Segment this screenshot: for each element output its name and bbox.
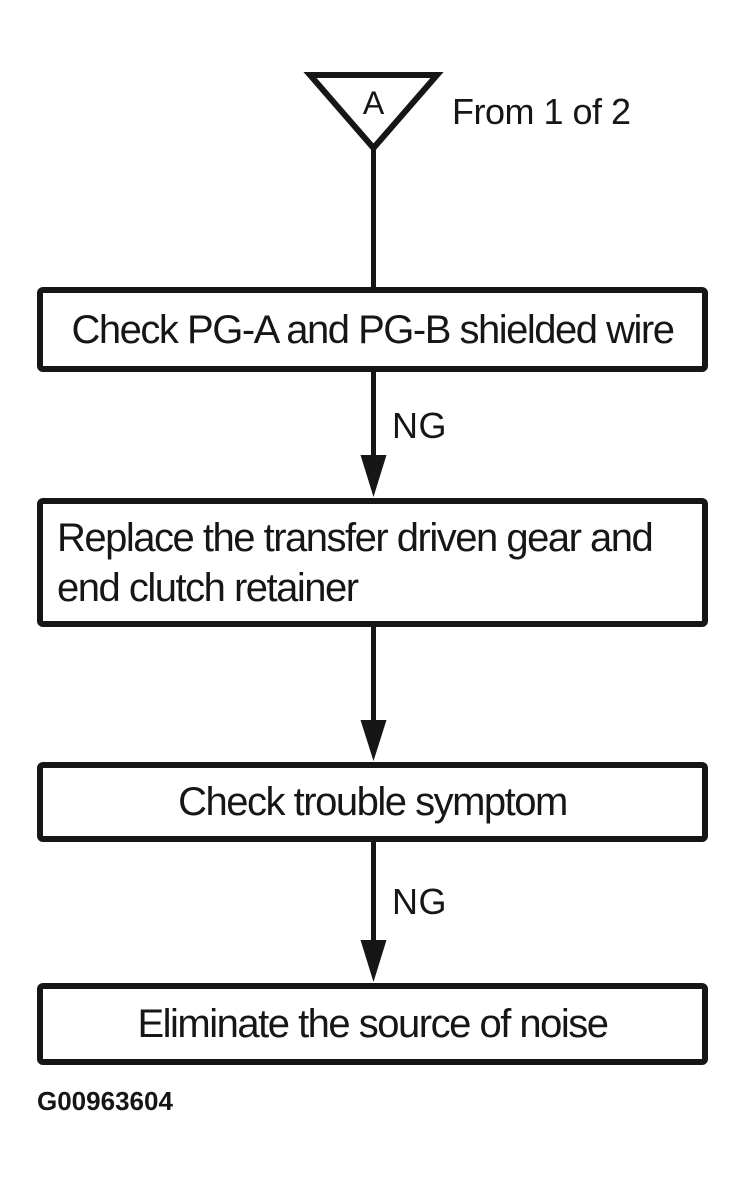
edge-label-ng-1: NG: [392, 405, 447, 446]
process-box-eliminate-noise: Eliminate the source of noise: [37, 983, 708, 1065]
arrowhead-icon-1: [360, 455, 387, 497]
connector-label: A: [362, 85, 385, 121]
figure-code: G00963604: [37, 1086, 173, 1116]
arrowhead-icon-3: [360, 940, 387, 982]
connector-caption: From 1 of 2: [452, 91, 631, 132]
off-page-connector-triangle-icon: [303, 72, 444, 153]
process-box-label: Eliminate the source of noise: [137, 1002, 609, 1046]
process-box-label: Replace the transfer driven gear and end…: [57, 515, 654, 610]
process-box-label: Check trouble symptom: [178, 780, 568, 824]
process-box-replace-transfer-gear: Replace the transfer driven gear and end…: [37, 498, 708, 627]
edge-label-ng-2: NG: [392, 881, 447, 922]
process-box-label: Check PG-A and PG-B shielded wire: [71, 307, 675, 352]
process-box-check-trouble-symptom: Check trouble symptom: [37, 762, 708, 842]
arrowhead-icon-2: [360, 720, 387, 761]
process-box-check-shielded-wire: Check PG-A and PG-B shielded wire: [37, 287, 708, 372]
